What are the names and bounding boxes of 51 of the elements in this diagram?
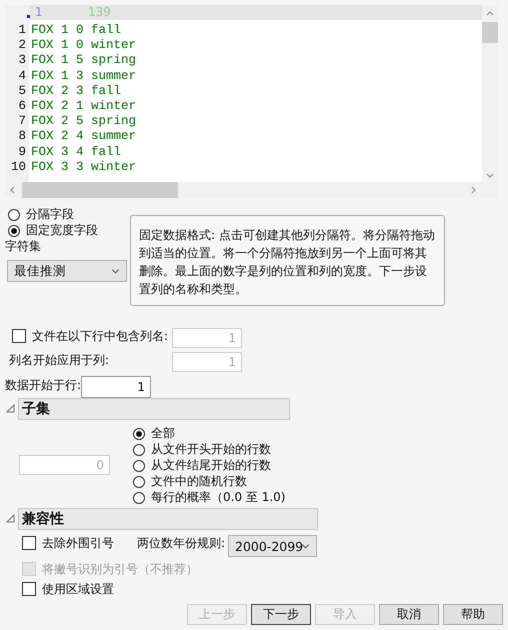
radio-option: 从文件结尾开始的行数 [133,458,283,473]
radio-option: 分隔字段 [8,207,108,222]
field-label: 字符集 [5,238,42,254]
line-number: 5 [17,84,26,99]
cancel-button: 取消 [379,604,439,625]
line-number: 7 [17,114,26,130]
info-box: 固定数据格式: 点击可创建其他列分隔符。将分隔符拖动到适当的位置。将一个分隔符拖放到另一个上面可将其删除。最上面的数字是列的位置和列的宽度。下一步设置列的名称和类型。 [130,215,445,306]
line-number: 6 [17,99,26,114]
data-line: FOX 1 0 winter [31,38,138,54]
import-button: 导入 [315,604,375,625]
line-number: 9 [17,144,26,160]
number-field: 1 [81,376,151,398]
checkbox-option: 将撇号识别为引号（不推荐） [22,561,202,577]
data-line: FOX 3 4 fall [31,144,122,160]
data-line: FOX 2 5 spring [31,114,138,130]
back-button: 上一步 [187,604,247,625]
line-number: 2 [17,38,26,54]
radio-option: 从文件开头开始的行数 [133,442,283,457]
data-line: FOX 1 5 spring [31,53,138,68]
section-header: 子集 [18,398,290,420]
data-line: FOX 2 1 winter [31,99,138,114]
number-field: 1 [172,328,242,348]
data-line: FOX 2 3 fall [31,84,122,99]
data-line: FOX 3 3 winter [31,160,138,175]
data-line: FOX 1 0 fall [31,23,122,38]
field-label: 数据开始于行: [5,377,81,393]
line-number: 1 [17,23,26,38]
line-number: 10 [10,160,26,175]
line-number: 4 [17,68,26,84]
ruler-position: 1 [35,5,44,20]
radio-option: 每行的概率（0.0 至 1.0) [133,490,293,505]
line-number: 3 [17,53,26,68]
radio-option: 固定宽度字段 [8,223,118,238]
section-header: 兼容性 [18,508,318,530]
radio-option: 文件中的随机行数 [133,474,263,489]
line-number: 8 [17,129,26,144]
field-label: 两位数年份规则: [137,535,226,551]
field-label: 列名开始应用于列: [9,352,110,368]
checkbox-option: 文件在以下行中包含列名: [12,328,170,344]
radio-option: 全部 [133,426,213,441]
data-line: FOX 2 4 summer [31,129,138,144]
number-field: 0 [19,455,110,475]
year-rule-dropdown: 2000-2099 [228,535,317,557]
checkbox-option: 使用区域设置 [22,581,122,597]
number-field: 1 [172,352,242,372]
checkbox-option: 去除外围引号 [22,535,122,551]
next-button: 下一步 [251,604,311,625]
help-button: 帮助 [443,604,503,625]
data-line: FOX 1 3 summer [31,68,138,84]
ruler-width: 139 [88,5,112,20]
charset-dropdown: 最佳推测 [7,260,127,282]
